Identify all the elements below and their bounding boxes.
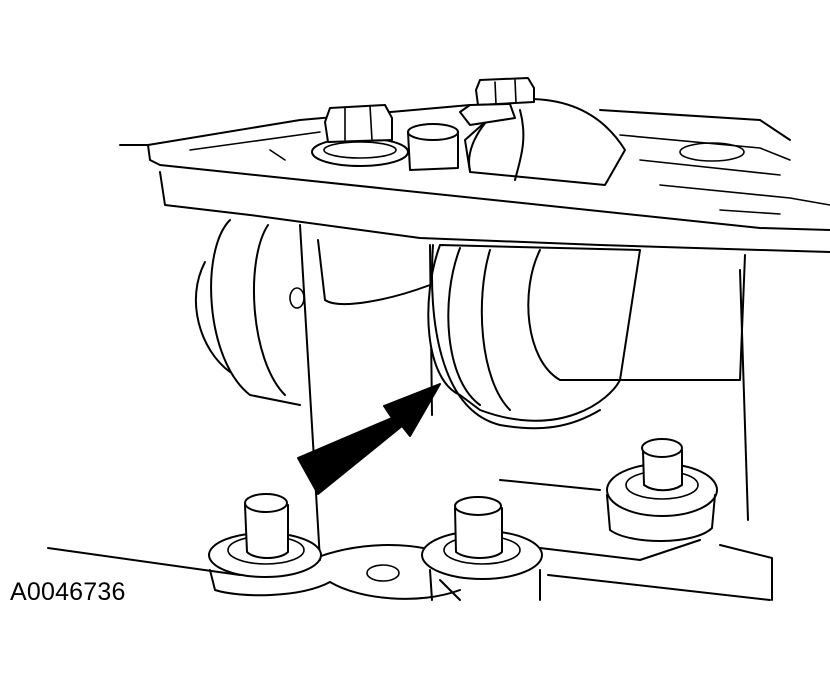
center-roller xyxy=(427,244,749,521)
top-bolt-large xyxy=(311,104,409,167)
top-bolt-small xyxy=(459,77,535,126)
arrow-indicator-icon xyxy=(297,383,441,495)
lower-stud-left xyxy=(208,493,322,578)
left-housing xyxy=(194,219,433,561)
top-stud xyxy=(407,123,459,171)
upper-plate xyxy=(119,104,830,253)
lower-stud-right xyxy=(606,438,718,542)
figure-reference-code: A0046736 xyxy=(10,578,126,606)
lower-stud-middle xyxy=(421,496,543,601)
lower-base xyxy=(47,479,773,601)
